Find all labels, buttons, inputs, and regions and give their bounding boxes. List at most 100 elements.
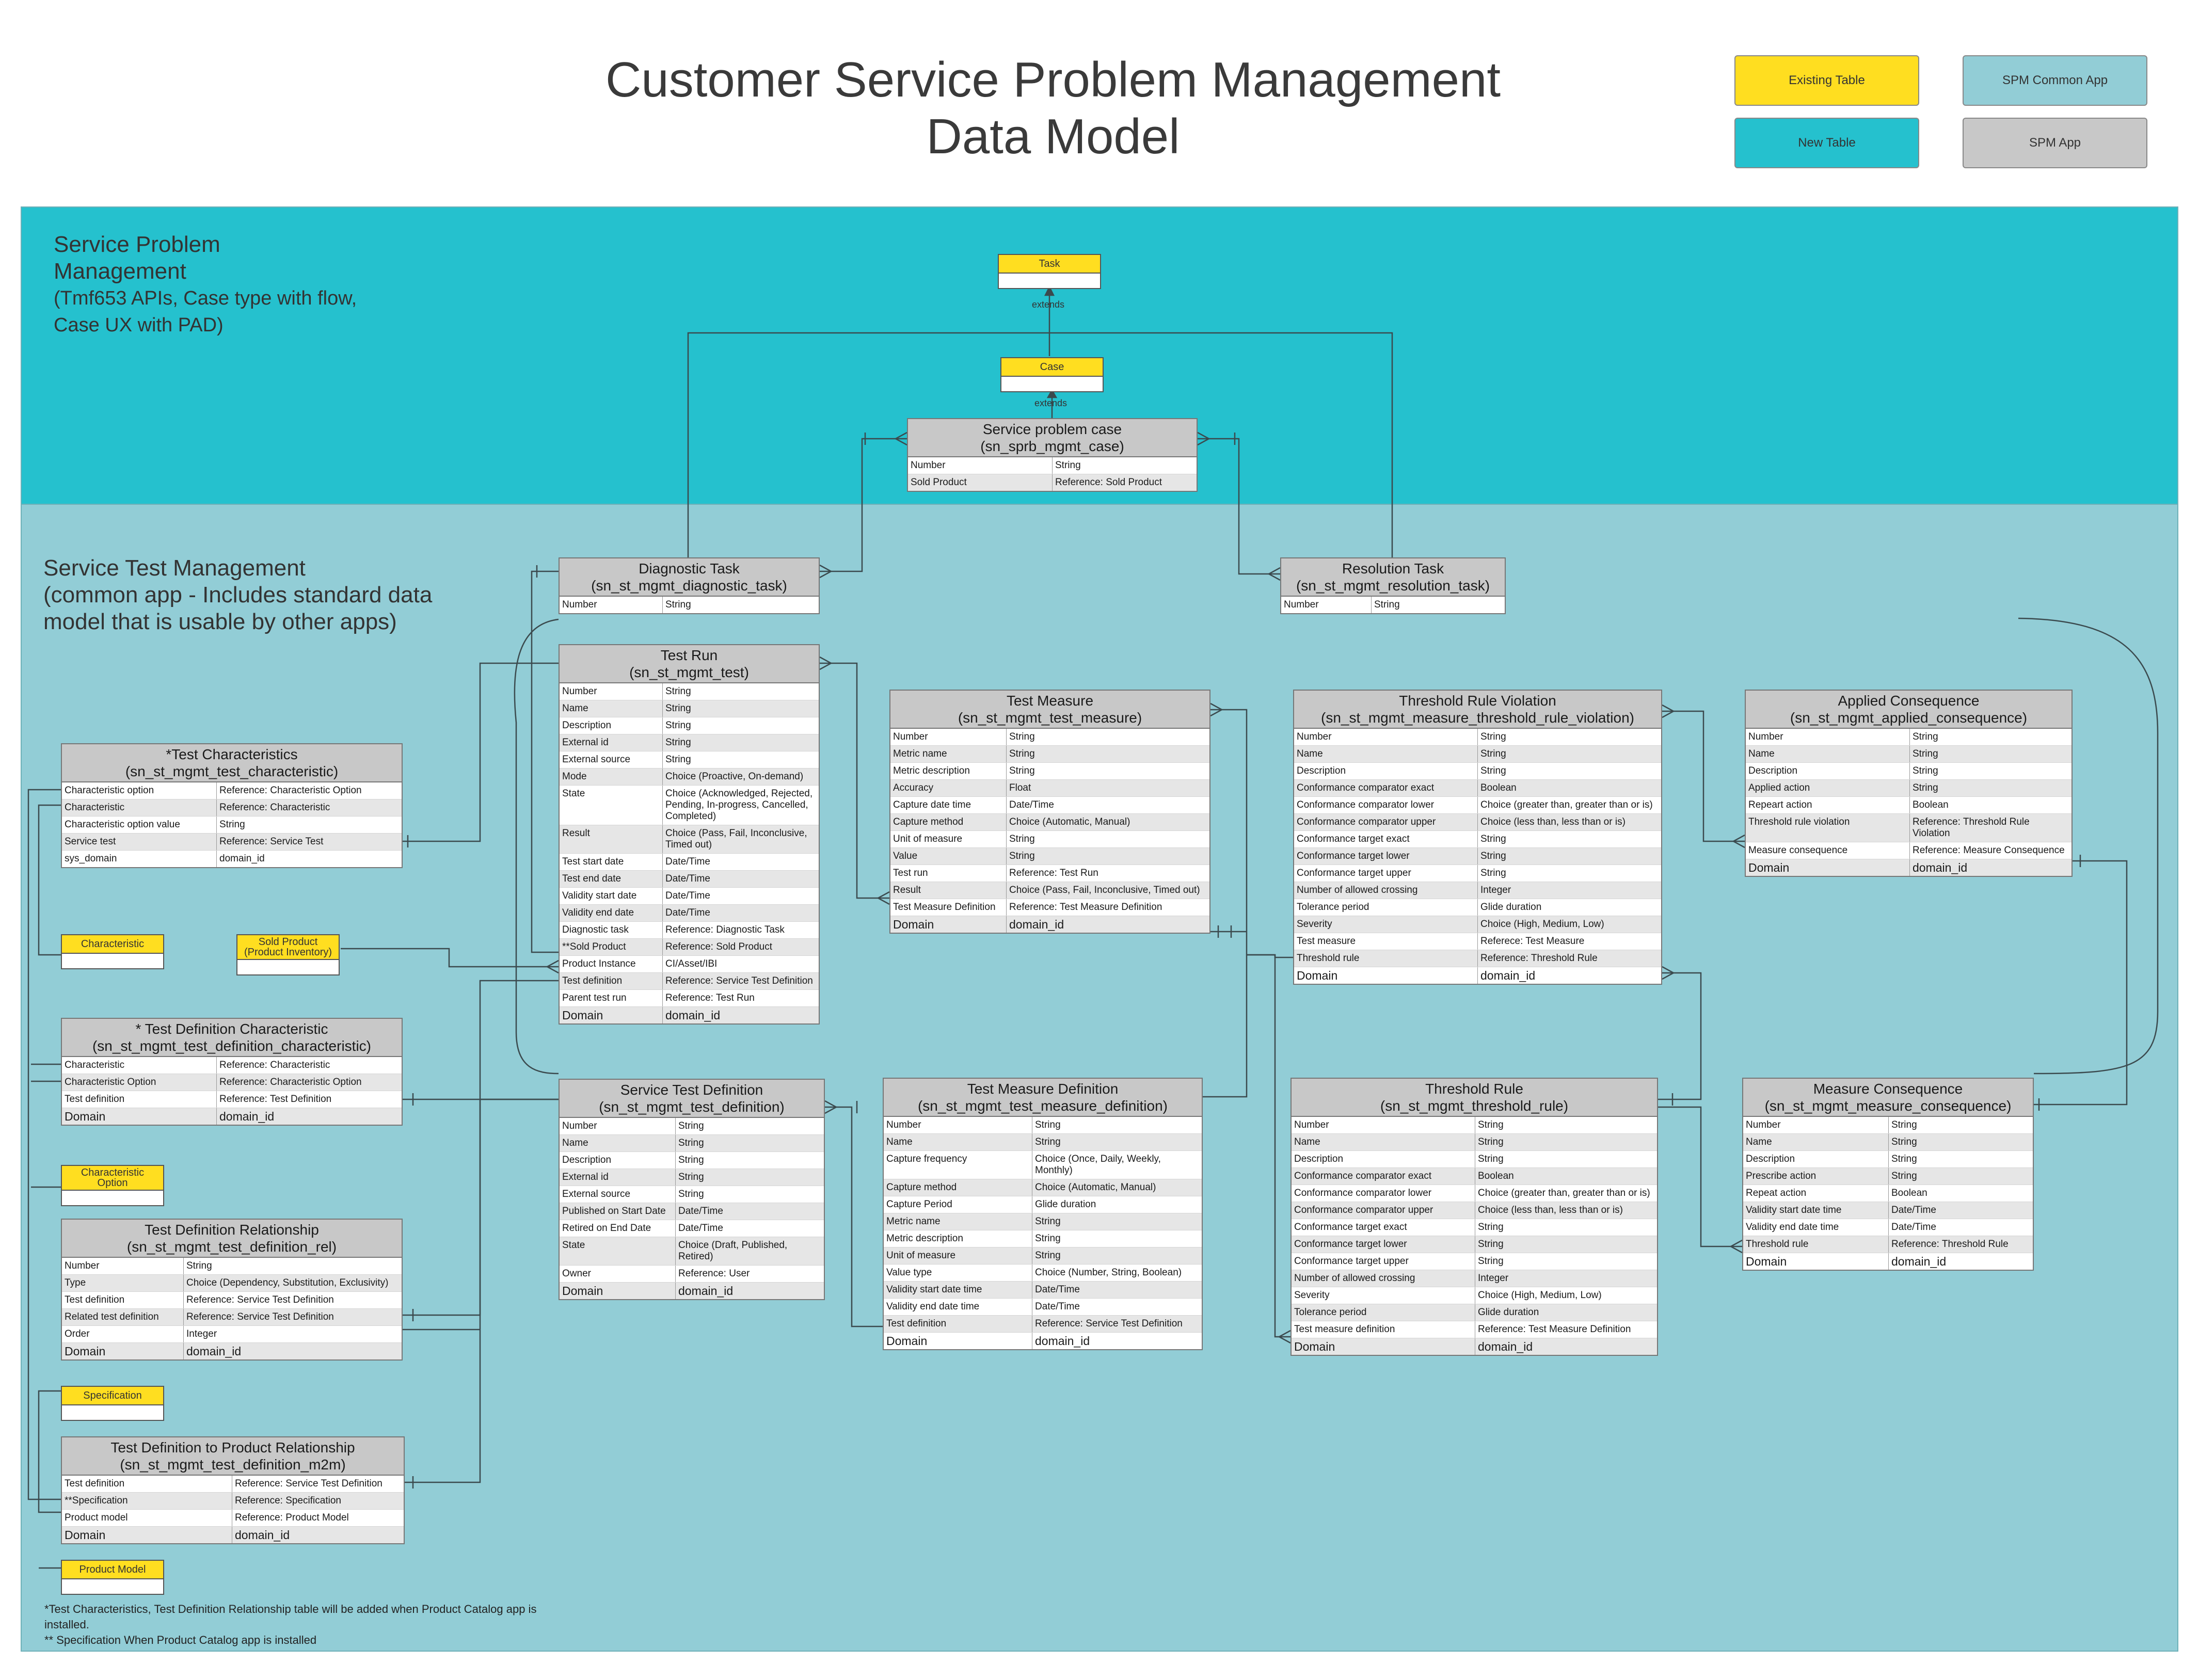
connector [1198,438,1280,575]
field-name: Domain [62,1343,184,1359]
field-name: Value type [884,1265,1032,1281]
connector [27,789,61,1500]
field-name: Domain [62,1108,217,1125]
field-type: Choice (Dependency, Substitution, Exclus… [186,1277,389,1288]
field-name: Type [62,1275,184,1291]
entity-header: Service Test Definition(sn_st_mgmt_test_… [560,1080,824,1118]
field-name: Domain [890,916,1007,933]
field-type: Reference: Service Test Definition [186,1311,334,1322]
field-name: External id [560,1169,676,1186]
field-type: Reference: Threshold Rule [1891,1239,2009,1250]
crowfoot-marker [1729,1239,1743,1254]
connector [1662,710,1745,842]
field-name: Conformance comparator exact [1292,1168,1475,1185]
field-name: Metric name [890,746,1007,762]
field-type: domain_id [665,1009,721,1022]
field-name: Metric name [884,1213,1032,1230]
field-name: Conformance target lower [1294,848,1478,865]
field-type: String [1913,748,1938,759]
field-name: **Sold Product [560,939,663,955]
field-name: Mode [560,769,663,785]
field-type: Reference: Sold Product [1055,477,1162,488]
ref-sold-product-line: Sold Product [258,936,318,948]
field-name: Severity [1294,916,1478,933]
legend-new-table: New Table [1734,118,1919,168]
connector [820,662,889,899]
entity-name: Applied Consequence [1838,693,1980,709]
field-type: String [665,737,691,748]
entity-header: Test Run(sn_st_mgmt_test) [560,645,819,683]
field-type: Choice (Acknowledged, Rejected, Pending,… [665,788,813,822]
field-name: Retired on End Date [560,1220,676,1237]
field-type: Boolean [1891,1188,1927,1198]
field-name: External id [560,734,663,751]
field-type: domain_id [1035,1334,1090,1348]
field-name: External source [560,751,663,768]
field-type: Date/Time [678,1206,723,1217]
entity-table-name: (sn_sprb_mgmt_case) [980,438,1124,454]
entity-table-name: (sn_st_mgmt_test_definition_rel) [126,1239,337,1255]
field-name: Unit of measure [884,1247,1032,1264]
field-name: Description [1746,763,1910,779]
ref-characteristic-title: Characteristic [62,935,163,954]
field-type: Integer [1480,885,1511,895]
entity-table-name: (sn_st_mgmt_threshold_rule) [1380,1098,1569,1114]
field-name: Validity end date time [884,1299,1032,1315]
field-type: domain_id [1009,918,1064,931]
entity-service-problem-case: Service problem case(sn_sprb_mgmt_case)N… [907,418,1198,492]
entity-header: Service problem case(sn_sprb_mgmt_case) [908,419,1197,457]
field-name: Number [890,729,1007,745]
field-type: String [678,1155,704,1165]
spm-label-line: Case UX with PAD) [54,314,224,336]
field-type: Reference: Threshold Rule Violation [1913,817,2030,839]
legend-label: Existing Table [1789,73,1865,87]
field-type: Choice (Automatic, Manual) [1009,817,1130,827]
legend-label: SPM App [2029,136,2081,150]
field-type: String [1891,1119,1917,1130]
field-name: Conformance target exact [1294,831,1478,847]
entity-header: Test Definition to Product Relationship(… [62,1437,404,1476]
entity-test-characteristics: *Test Characteristics(sn_st_mgmt_test_ch… [61,743,403,868]
field-name: Number [560,597,663,613]
field-type: Integer [1478,1273,1509,1284]
field-name: Test definition [62,1091,217,1108]
entity-test-measure: Test Measure(sn_st_mgmt_test_measure)Num… [889,690,1210,934]
field-name: Number [62,1258,184,1274]
field-type: Integer [186,1329,217,1339]
ref-characteristic: Characteristic [61,934,164,969]
field-type: String [1478,1256,1504,1267]
field-name: Number [884,1117,1032,1133]
field-name: Description [1743,1151,1889,1167]
field-name: Repeart action [1746,797,1910,813]
field-name: Number of allowed crossing [1294,882,1478,899]
entity-name: Test Definition to Product Relationship [110,1439,355,1455]
one-marker [407,433,2081,1489]
crowfoot-marker [546,959,559,974]
field-type: String [665,754,691,765]
entity-test-definition-relationship: Test Definition Relationship(sn_st_mgmt_… [61,1219,403,1361]
field-type: Date/Time [1035,1284,1080,1295]
entity-table-name: (sn_st_mgmt_applied_consequence) [1790,710,2028,726]
connector [825,1106,883,1327]
